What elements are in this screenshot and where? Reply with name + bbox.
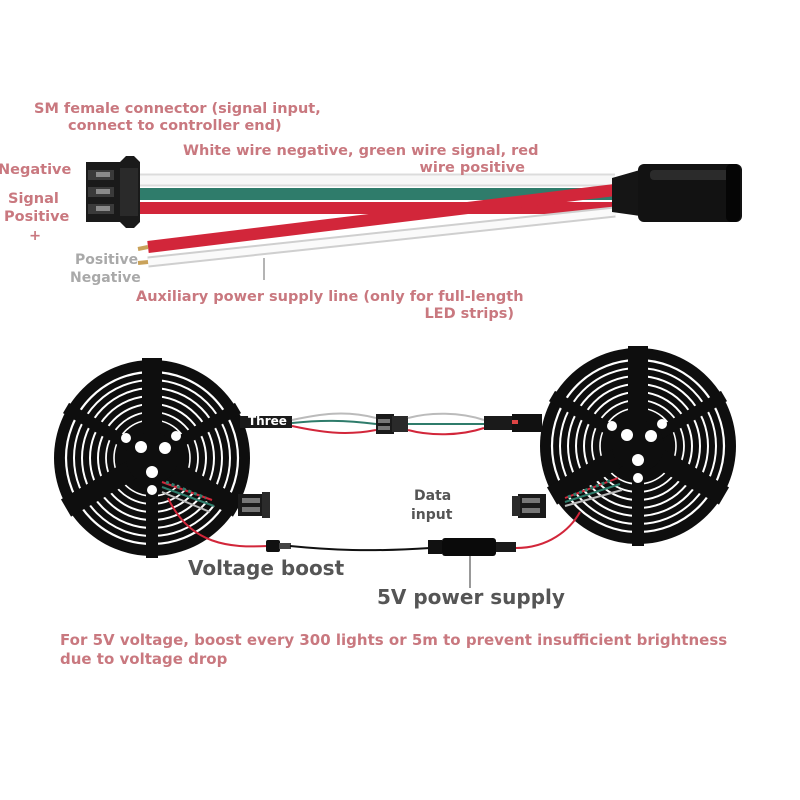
led-reel-icon [540,346,736,546]
footer-note: For 5V voltage, boost every 300 lights o… [60,631,728,668]
dc-barrel-jack-icon [428,538,516,556]
cable-assembly [86,156,742,280]
positive-pin-label: Positive [4,209,70,225]
sm-connector-label: SM female connector (signal input, conne… [34,101,321,135]
wire-colors-label-line2: wire positive [419,160,525,176]
negative-pin-label: Negative [0,162,72,178]
dc-barrel-jack-icon [266,540,291,552]
power-supply-label: 5V power supply [377,585,565,609]
aux-negative-label: Negative [70,270,141,286]
aux-white-wire-core [147,208,616,266]
three-label: Three [248,414,287,428]
sm-female-connector-icon [512,494,546,518]
data-input-label-line1: Data [414,488,452,504]
wire-colors-label-line1: White wire negative, green wire signal, … [183,143,539,159]
sm-connector-label-line2: connect to controller end) [68,118,282,134]
sm-connector-label-line1: SM female connector (signal input, [34,101,321,117]
led-reel-icon [54,358,250,558]
data-input-label: Data input [411,487,452,525]
aux-line-label-line2: LED strips) [424,306,514,322]
aux-line-label-line1: Auxiliary power supply line (only for fu… [136,289,524,305]
aux-positive-label: Positive [75,252,139,268]
cable-end-plug-icon [612,164,742,222]
signal-pin-label: Signal [8,191,59,207]
inter-reel-wiring [161,412,623,588]
sm-female-connector-icon [238,492,270,518]
plus-sign-label: + [29,228,42,244]
wire-colors-label: White wire negative, green wire signal, … [183,143,539,177]
aux-red-wire [147,184,616,253]
sm-female-connector-icon [86,156,140,228]
aux-line-label: Auxiliary power supply line (only for fu… [136,289,524,323]
voltage-boost-label: Voltage boost [188,556,345,580]
data-input-label-line2: input [411,507,453,523]
